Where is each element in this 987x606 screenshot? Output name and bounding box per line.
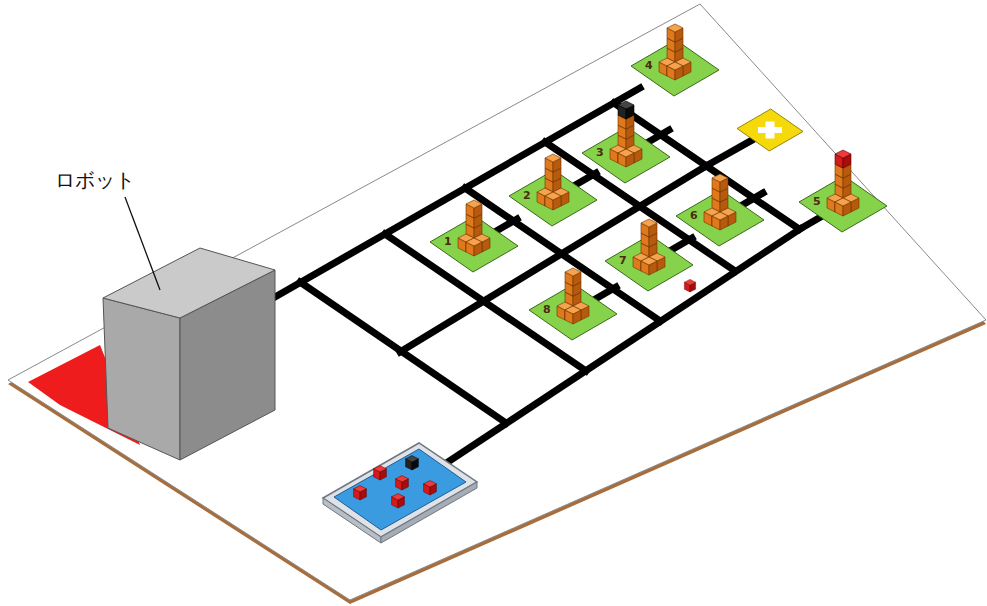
cube-tray xyxy=(354,486,367,500)
robot-label: ロボット xyxy=(55,169,135,191)
cube-tray xyxy=(392,494,405,508)
cube-tray xyxy=(323,443,477,537)
cube-towers xyxy=(633,219,665,275)
callout-number: 4 xyxy=(645,60,653,72)
robot-box xyxy=(103,298,180,460)
cube-tray xyxy=(406,456,419,470)
cube-towers xyxy=(618,101,634,119)
cube-tray xyxy=(354,486,367,500)
cube-towers xyxy=(827,160,859,216)
callout-number: 6 xyxy=(690,210,698,222)
cube-tray xyxy=(406,456,419,470)
cube-towers xyxy=(557,268,589,324)
yellow-cross-pad xyxy=(737,109,803,151)
track-lines xyxy=(275,88,843,462)
cube-tray xyxy=(374,466,387,480)
callout-number: 8 xyxy=(543,304,551,316)
leader-line xyxy=(125,197,160,290)
cube-towers xyxy=(458,200,490,256)
callout-number: 1 xyxy=(444,236,452,248)
cube-towers xyxy=(835,150,851,168)
cube-towers xyxy=(659,24,691,80)
track-lines xyxy=(448,229,800,462)
cube-tray xyxy=(334,449,466,530)
cube-tray xyxy=(374,466,387,480)
robot-box xyxy=(103,248,275,318)
board xyxy=(8,4,986,600)
cube-towers xyxy=(704,174,736,230)
callout-number: 3 xyxy=(596,147,604,159)
cube-tray xyxy=(396,476,409,490)
callout-number: 5 xyxy=(813,196,821,208)
cube-towers xyxy=(458,24,859,324)
cube-tray xyxy=(424,481,437,495)
cube-tray xyxy=(396,476,409,490)
cube-tray xyxy=(323,443,477,543)
green-pads xyxy=(430,40,887,340)
cube-towers xyxy=(537,154,569,210)
cube-towers xyxy=(610,111,642,167)
cube-tray xyxy=(424,481,437,495)
callout-number: 7 xyxy=(619,255,627,267)
yellow-cross-pad xyxy=(758,122,782,139)
yellow-cross-pad xyxy=(737,109,803,151)
loose-red-cube xyxy=(684,279,695,292)
cube-tray xyxy=(392,494,405,508)
cube-tray xyxy=(323,498,381,543)
robot-box xyxy=(103,248,275,460)
callout-number: 2 xyxy=(523,190,531,202)
track-lines xyxy=(275,88,640,297)
loose-red-cube xyxy=(684,279,695,292)
